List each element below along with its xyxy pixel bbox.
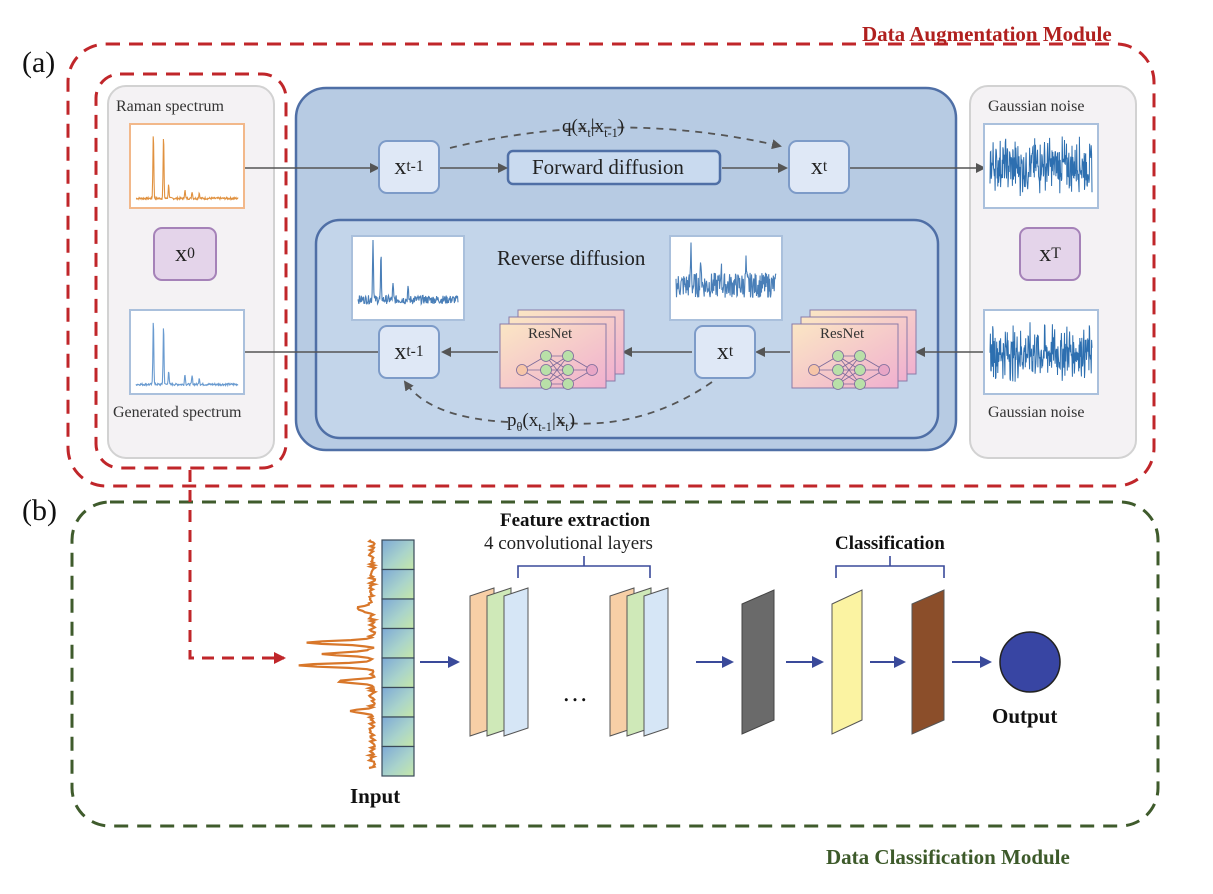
input-vector-cell bbox=[381, 745, 415, 777]
xt1-subscript: t-1 bbox=[406, 158, 424, 175]
p-formula-sub: t-1 bbox=[538, 419, 552, 434]
rev-xt1-symbol: x bbox=[394, 338, 407, 365]
input-vector-icon bbox=[381, 539, 415, 777]
resnet-label-right: ResNet bbox=[820, 326, 865, 342]
xt-subscript: t bbox=[822, 158, 828, 175]
p-formula-part: (x bbox=[522, 410, 539, 431]
panel-b-label: (b) bbox=[22, 494, 57, 527]
xt-symbol: x bbox=[810, 153, 823, 180]
output-node bbox=[999, 631, 1061, 693]
xT-subscript: T bbox=[1051, 245, 1061, 262]
q-formula-part: |x bbox=[590, 116, 605, 137]
reverse-diffusion-label: Reverse diffusion bbox=[497, 246, 646, 270]
x0-symbol: x bbox=[175, 240, 188, 267]
spectrum-trace bbox=[135, 136, 239, 201]
input-vector-cell bbox=[381, 686, 415, 718]
noise-trace bbox=[989, 322, 1093, 382]
ellipsis: … bbox=[562, 678, 588, 707]
xt1-symbol: x bbox=[394, 153, 407, 180]
classification-module-title: Data Classification Module bbox=[826, 845, 1070, 869]
q-formula: q(xt|xt-1) bbox=[562, 116, 624, 141]
spectrum-trace bbox=[135, 322, 239, 388]
rev-xt-symbol: x bbox=[716, 338, 729, 365]
augmentation-module-title: Data Augmentation Module bbox=[862, 22, 1112, 46]
raman-spectrum-plot bbox=[129, 123, 245, 209]
p-formula-part: p bbox=[507, 410, 517, 431]
forward-diffusion-label: Forward diffusion bbox=[532, 155, 684, 179]
rev-xt1-subscript: t-1 bbox=[406, 343, 424, 360]
raman-spectrum-label: Raman spectrum bbox=[116, 98, 224, 115]
panel-a-label: (a) bbox=[22, 46, 56, 79]
input-vector-cell bbox=[381, 657, 415, 689]
resnet-stack-left bbox=[499, 309, 625, 389]
output-label: Output bbox=[992, 704, 1058, 728]
reverse-step-plot-left bbox=[351, 235, 465, 321]
p-formula-sub: θ bbox=[516, 419, 523, 434]
conv-layer-group-2 bbox=[609, 587, 669, 737]
generated-spectrum-label: Generated spectrum bbox=[113, 404, 242, 421]
augmented-data-connector bbox=[188, 470, 286, 664]
neural-network-icon bbox=[516, 350, 598, 390]
q-formula-part: q(x bbox=[562, 116, 588, 137]
input-group-border bbox=[94, 72, 288, 470]
p-formula-part: ) bbox=[568, 410, 576, 431]
neural-network-icon bbox=[808, 350, 890, 390]
input-vector-cell bbox=[381, 568, 415, 600]
dense-layer-2 bbox=[911, 589, 945, 735]
p-formula-sub: t bbox=[565, 419, 569, 434]
x0-subscript: 0 bbox=[187, 245, 195, 262]
generated-spectrum-plot bbox=[129, 309, 245, 395]
xT-symbol: x bbox=[1039, 240, 1052, 267]
noise-trace bbox=[989, 136, 1093, 197]
input-vector-cell bbox=[381, 598, 415, 630]
feature-bracket bbox=[517, 556, 651, 578]
gaussian-noise-plot-top bbox=[983, 123, 1099, 209]
resnet-label-left: ResNet bbox=[528, 326, 573, 342]
q-formula-sub: t-1 bbox=[604, 125, 618, 140]
forward-diffusion-box bbox=[506, 149, 722, 186]
conv-layer-group-1 bbox=[469, 587, 529, 737]
dense-layer-1 bbox=[831, 589, 863, 735]
classification-bracket bbox=[835, 556, 945, 578]
input-label: Input bbox=[350, 784, 401, 808]
input-signal-icon bbox=[298, 539, 380, 770]
gaussian-noise-label-bottom: Gaussian noise bbox=[988, 404, 1085, 421]
q-formula-sub: t bbox=[587, 125, 591, 140]
input-vector-cell bbox=[381, 627, 415, 659]
q-formula-part: ) bbox=[617, 116, 625, 137]
augmentation-module-border bbox=[66, 42, 1156, 488]
p-formula-part: |x bbox=[551, 410, 566, 431]
spectrum-trace bbox=[357, 239, 459, 306]
p-formula: pθ(xt-1|xt) bbox=[507, 410, 575, 435]
spectrum-trace bbox=[675, 242, 777, 299]
feature-extraction-title: Feature extraction bbox=[500, 510, 651, 531]
flatten-layer bbox=[741, 589, 775, 735]
input-vector-cell bbox=[381, 716, 415, 748]
gaussian-noise-label-top: Gaussian noise bbox=[988, 98, 1085, 115]
rev-xt-subscript: t bbox=[728, 343, 734, 360]
input-vector-cell bbox=[381, 539, 415, 571]
classification-title: Classification bbox=[835, 533, 945, 554]
feature-extraction-subtitle: 4 convolutional layers bbox=[484, 533, 653, 554]
